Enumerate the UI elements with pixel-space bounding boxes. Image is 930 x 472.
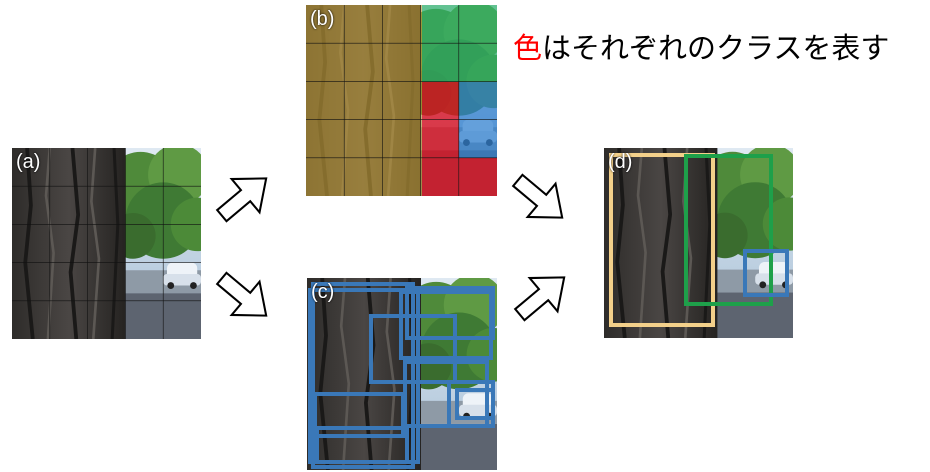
panel-a-input-image: (a)	[12, 148, 201, 339]
arrow-icon	[206, 260, 282, 334]
panel-label: (c)	[311, 281, 335, 303]
panel-c-box-proposals: (c)	[307, 278, 497, 470]
panel-label: (d)	[608, 151, 633, 173]
caption-text: はそれぞれのクラスを表す	[542, 31, 890, 65]
proposal-box	[315, 426, 409, 464]
input-photo	[12, 148, 201, 339]
detection-box-foliage	[684, 154, 773, 306]
panel-label: (a)	[16, 151, 41, 173]
color-legend-caption: 色はそれぞれのクラスを表す	[513, 30, 889, 66]
class-region-red	[422, 82, 459, 196]
arrow-icon	[504, 259, 580, 333]
class-region-tree	[306, 5, 422, 196]
proposal-box	[403, 360, 489, 428]
panel-label: (b)	[310, 8, 335, 30]
arrow-icon	[502, 162, 578, 236]
detections-photo	[604, 148, 793, 338]
detection-box-car	[743, 249, 789, 297]
proposals-photo	[307, 278, 497, 470]
detection-box-tree	[609, 153, 715, 327]
proposal-box	[455, 388, 495, 420]
caption-highlight: 色	[513, 31, 543, 65]
arrow-icon	[206, 160, 282, 234]
proposal-box	[369, 314, 457, 384]
class-region-red-bottom	[459, 158, 497, 196]
class-region-car	[459, 82, 497, 158]
panel-b-class-map: (b)	[306, 5, 497, 196]
panel-d-detections: (d)	[604, 148, 793, 338]
proposal-box	[405, 286, 495, 340]
proposal-box	[311, 282, 415, 469]
class-map-photo	[306, 5, 497, 196]
